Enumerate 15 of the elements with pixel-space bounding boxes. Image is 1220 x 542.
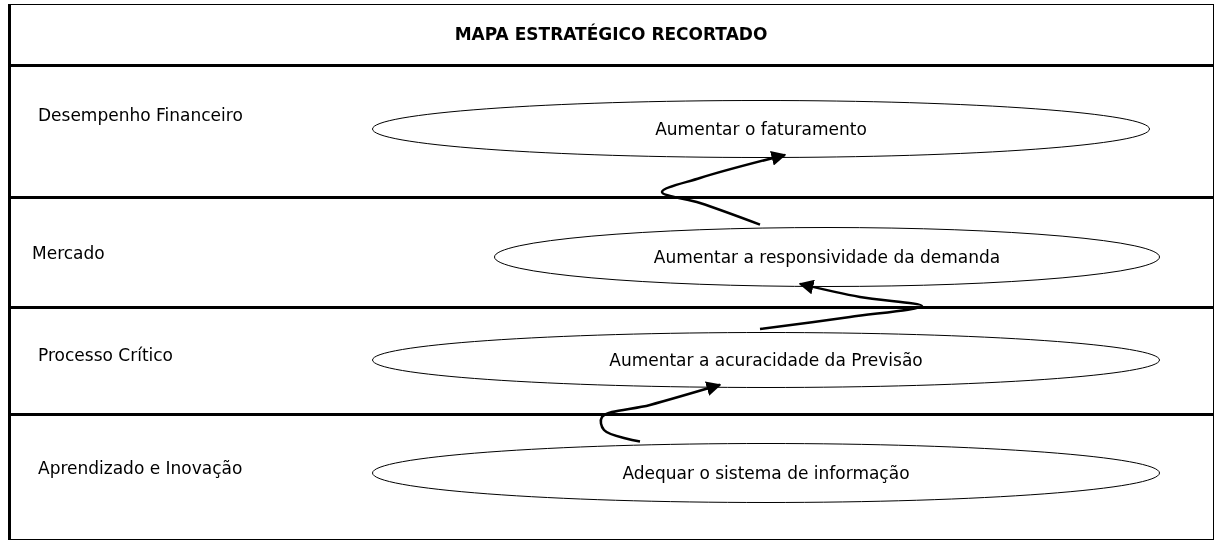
objective-text: Aumentar a responsividade da demanda [652, 247, 1002, 267]
objective-text: Adequar o sistema de informação [621, 463, 911, 483]
arrow [599, 381, 722, 443]
objective-ellipse [372, 332, 1160, 388]
row-label: Mercado [32, 243, 105, 263]
objective-ellipse [372, 443, 1160, 503]
objective-ellipse [494, 227, 1160, 287]
row-label: Aprendizado e Inovação [38, 458, 243, 478]
arrow [660, 151, 787, 226]
objective-ellipse [372, 100, 1150, 158]
objective-text: Aumentar o faturamento [654, 119, 868, 139]
row-label: Processo Crítico [38, 345, 173, 365]
diagram-title: MAPA ESTRATÉGICO RECORTADO [454, 24, 768, 44]
row-label: Desempenho Financeiro [38, 105, 243, 125]
objective-text: Aumentar a acuracidade da Previsão [608, 350, 924, 370]
